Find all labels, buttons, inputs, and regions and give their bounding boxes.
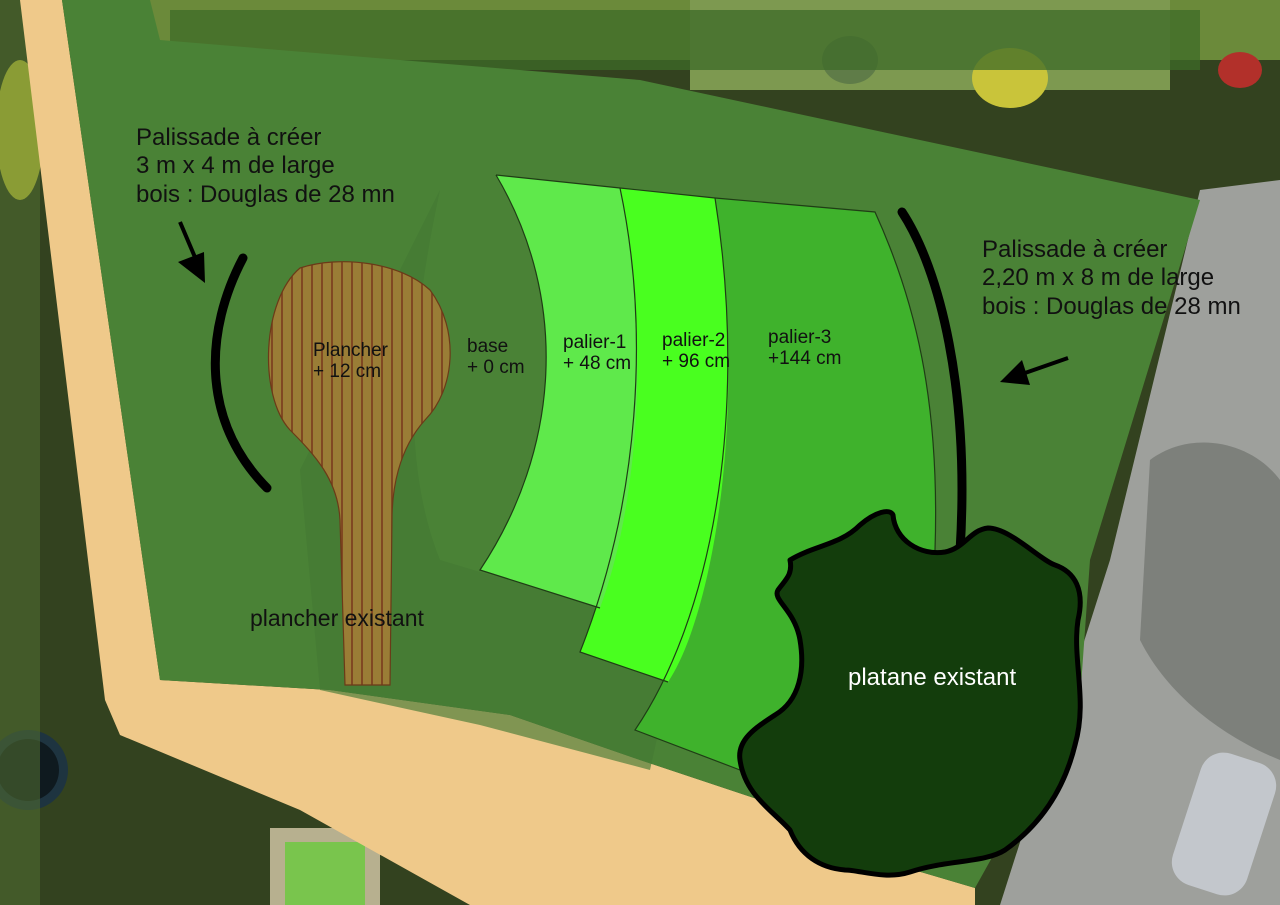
base-level: + 0 cm bbox=[467, 356, 525, 378]
tree-shadow bbox=[1140, 442, 1280, 760]
palier-3-label: palier-3 +144 cm bbox=[768, 327, 842, 370]
arrow-right bbox=[1000, 356, 1069, 385]
palier-1-level: + 48 cm bbox=[563, 352, 632, 374]
palissade-left-wood: bois : Douglas de 28 mn bbox=[136, 180, 395, 208]
palissade-right bbox=[897, 207, 967, 557]
platane-canopy bbox=[737, 509, 1083, 878]
palissade-right-size: 2,20 m x 8 m de large bbox=[982, 264, 1215, 292]
zone-palier-2 bbox=[580, 188, 729, 682]
shrub-red bbox=[1218, 52, 1262, 88]
palissade-right-wood: bois : Douglas de 28 mn bbox=[982, 292, 1241, 320]
palissade-left bbox=[210, 253, 272, 493]
plancher-deck bbox=[267, 261, 451, 686]
palier-2-level: + 96 cm bbox=[662, 350, 731, 372]
base-label: base + 0 cm bbox=[467, 336, 525, 379]
plancher-level: + 12 cm bbox=[313, 360, 382, 382]
base-name: base bbox=[467, 336, 509, 357]
palier-2-label: palier-2 + 96 cm bbox=[662, 330, 731, 373]
palier-1-name: palier-1 bbox=[563, 332, 627, 353]
palissade-left-note: Palissade à créer 3 m x 4 m de large boi… bbox=[136, 124, 395, 209]
plancher-name: Plancher bbox=[313, 340, 388, 361]
palier-3-name: palier-3 bbox=[768, 327, 832, 348]
plancher-existant-label: plancher existant bbox=[250, 605, 424, 631]
palissade-right-note: Palissade à créer 2,20 m x 8 m de large … bbox=[982, 236, 1241, 321]
parked-car bbox=[1171, 752, 1277, 896]
arrow-left bbox=[178, 221, 205, 283]
palier-1-label: palier-1 + 48 cm bbox=[563, 332, 632, 375]
platane-existant-label: platane existant bbox=[848, 664, 1017, 691]
palier-3-level: +144 cm bbox=[768, 347, 842, 369]
palier-2-name: palier-2 bbox=[662, 330, 726, 351]
pool bbox=[285, 842, 365, 905]
palissade-left-size: 3 m x 4 m de large bbox=[136, 152, 335, 180]
zone-palier-1 bbox=[480, 175, 638, 608]
plancher-label: Plancher + 12 cm bbox=[313, 340, 388, 383]
palissade-right-title: Palissade à créer bbox=[982, 236, 1168, 263]
palissade-left-title: Palissade à créer bbox=[136, 124, 322, 151]
